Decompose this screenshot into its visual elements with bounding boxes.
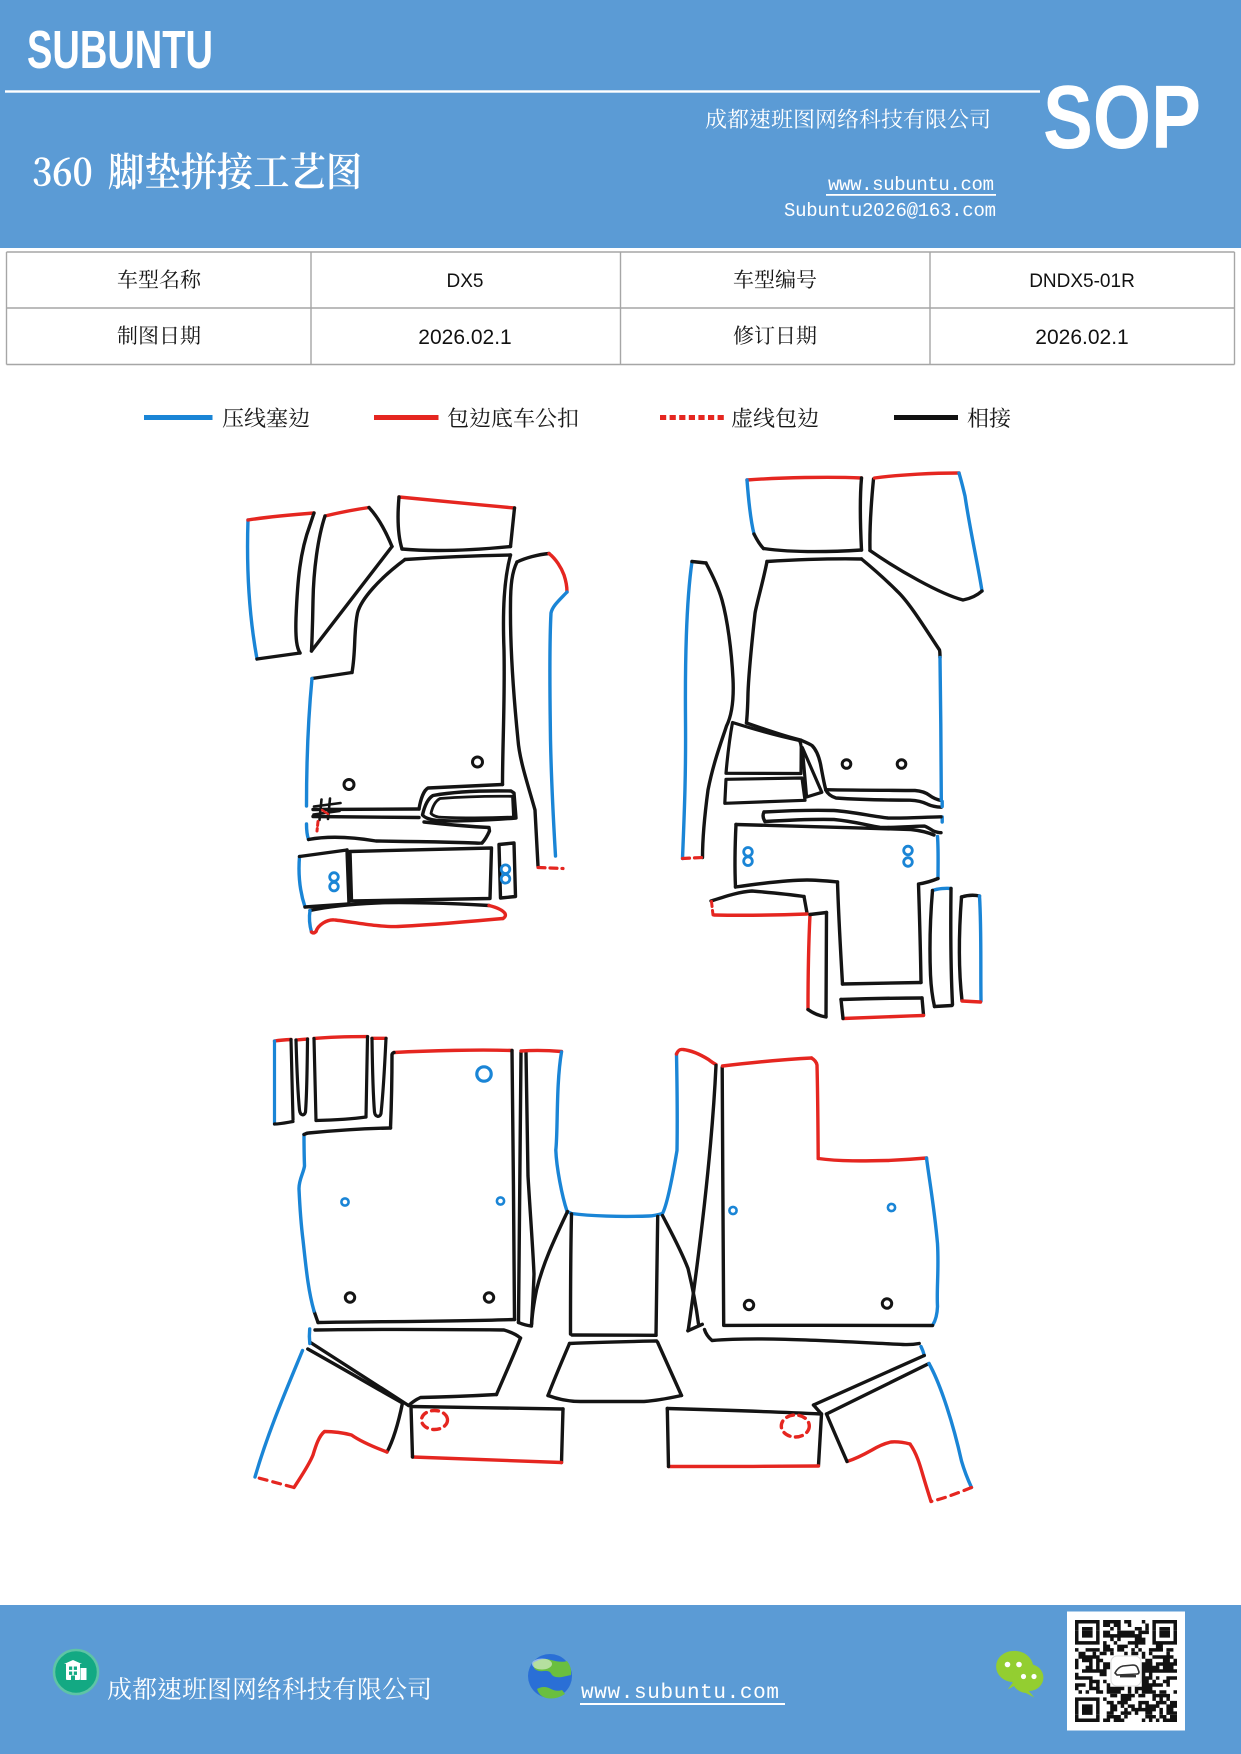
- svg-text:Subuntu2026@163.com: Subuntu2026@163.com: [784, 200, 996, 222]
- svg-text:www.subuntu.com: www.subuntu.com: [828, 174, 994, 196]
- svg-text:DX5: DX5: [447, 271, 484, 292]
- svg-text:www.subuntu.com: www.subuntu.com: [581, 1682, 779, 1705]
- svg-text:DNDX5-01R: DNDX5-01R: [1029, 271, 1135, 292]
- svg-text:2026.02.1: 2026.02.1: [1035, 326, 1128, 349]
- svg-text:SOP: SOP: [1043, 68, 1201, 168]
- svg-text:SUBUNTU: SUBUNTU: [27, 20, 213, 80]
- svg-text:2026.02.1: 2026.02.1: [418, 326, 511, 349]
